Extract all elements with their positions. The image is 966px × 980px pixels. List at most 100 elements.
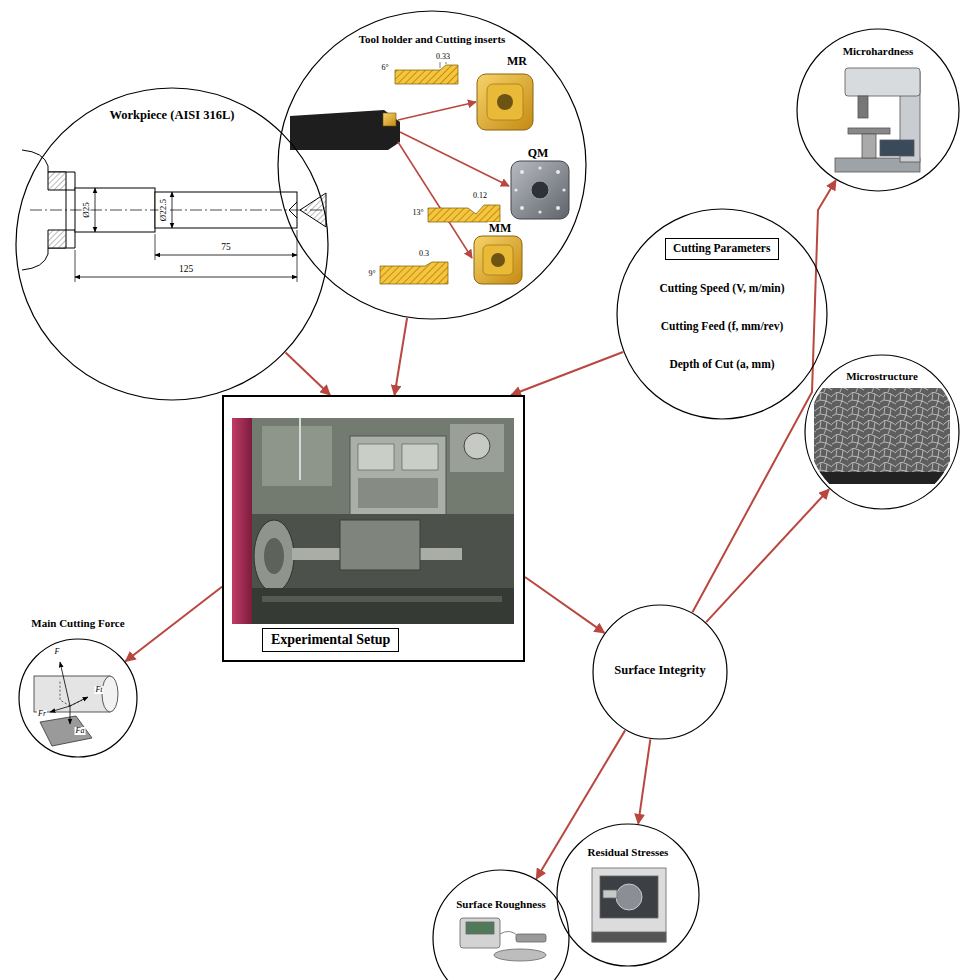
- lathe-photo: [450, 424, 504, 472]
- roughness-tester: [460, 918, 500, 948]
- cutting-insert: [562, 188, 565, 191]
- circle-heading: Microhardness: [826, 45, 930, 58]
- circle-heading: Main Cutting Force: [11, 617, 145, 630]
- cutting-insert: [483, 245, 513, 275]
- circle-outline: [797, 29, 959, 191]
- lathe-photo: [340, 520, 420, 570]
- dimension-label: 75: [220, 243, 232, 253]
- microhardness-tester: [848, 128, 890, 134]
- parameter-text: Depth of Cut (a, mm): [641, 358, 803, 371]
- lathe-photo: [358, 444, 394, 470]
- insert-profile: [440, 62, 446, 68]
- tool-circle: Tool holder and Cutting inserts: [277, 10, 587, 320]
- roughness-tester: [466, 922, 494, 934]
- lathe-photo: [252, 588, 514, 624]
- insert-code: QM: [527, 147, 550, 159]
- sem-micrograph: [814, 472, 950, 484]
- cutting-insert: [511, 161, 569, 219]
- insert-arrows: [398, 142, 472, 258]
- microhardness-tester: [845, 68, 920, 96]
- sem-micrograph: [814, 388, 950, 484]
- workpiece-drawing: [22, 150, 75, 270]
- force-label: Ft: [94, 686, 103, 694]
- integrity-circle: Surface Integrity: [592, 604, 728, 740]
- circle-outline: [19, 639, 137, 757]
- insert-profile: [428, 205, 500, 222]
- cutting-insert: [556, 170, 560, 174]
- circle-outline: [432, 869, 570, 980]
- angle-label: 13°: [411, 209, 424, 217]
- force-diagram: [60, 680, 82, 706]
- parameter-text: Cutting Speed (V, m/min): [637, 282, 807, 295]
- flow-arrow: [125, 587, 222, 662]
- cutting-insert: [474, 236, 522, 284]
- force-diagram: [70, 706, 71, 724]
- microhardness-tester: [880, 140, 914, 156]
- output-circle: Residual Stresses: [556, 823, 700, 967]
- angle-label: 9°: [367, 270, 376, 278]
- circle-outline: [18, 638, 138, 758]
- force-circle: Main Cutting Force: [18, 638, 138, 758]
- cutting-insert: [538, 210, 541, 213]
- tool-holder: [290, 110, 400, 150]
- cutting-insert: [477, 74, 533, 130]
- workpiece-circle: Workpiece (AISI 316L): [15, 87, 329, 401]
- flow-arrow: [286, 352, 331, 395]
- workpiece-drawing: [155, 255, 297, 256]
- lathe-photo: [350, 436, 446, 516]
- tool-holder: [383, 113, 396, 126]
- microhardness-tester: [858, 96, 868, 118]
- circle-outline: [278, 11, 586, 319]
- insert-code: MM: [488, 222, 513, 234]
- lathe-photo: [232, 418, 514, 624]
- circle-heading: Residual Stresses: [575, 846, 681, 859]
- microhardness-tester: [862, 134, 876, 158]
- dimension-label: Ø22.5: [159, 198, 168, 222]
- insert-arrows: [398, 102, 476, 120]
- force-label: Fr: [37, 710, 47, 718]
- xrd-diffractometer: [592, 932, 666, 942]
- roughness-tester: [516, 934, 546, 942]
- lathe-photo: [299, 418, 301, 480]
- circle-heading: Tool holder and Cutting inserts: [350, 33, 514, 46]
- cutting-insert: [556, 206, 560, 210]
- xrd-diffractometer: [616, 884, 642, 910]
- lathe-photo: [262, 596, 502, 602]
- insert-code: MR: [506, 55, 528, 67]
- workpiece-drawing: [22, 150, 326, 282]
- circle-outline: [556, 823, 700, 967]
- force-diagram: [34, 676, 110, 712]
- circle-outline: [277, 10, 587, 320]
- insert-arrows: [400, 132, 509, 186]
- parameter-circle: Cutting ParametersCutting Speed (V, m/mi…: [616, 208, 828, 420]
- roughness-tester: [494, 949, 546, 961]
- flow-arrow: [511, 352, 623, 395]
- lathe-photo: [262, 426, 332, 486]
- lathe-photo: [358, 478, 438, 508]
- output-circle: Microhardness: [796, 28, 960, 192]
- cutting-insert: [477, 74, 533, 130]
- cutting-insert: [531, 181, 549, 199]
- dimension-label: 0.33: [435, 53, 451, 61]
- box-heading: Cutting Parameters: [673, 242, 770, 255]
- lathe-photo: [232, 418, 252, 624]
- cutting-insert: [491, 253, 505, 267]
- setup-label: Experimental Setup: [262, 628, 399, 652]
- force-label: F: [54, 648, 61, 656]
- parameter-text: Cutting Feed (f, mm/rev): [637, 320, 807, 333]
- circle-outline: [557, 824, 699, 966]
- lathe-photo: [232, 418, 514, 624]
- circle-outline: [593, 605, 727, 739]
- circle-heading: Microstructure: [830, 370, 934, 383]
- lathe-photo: [464, 433, 490, 459]
- dimension-label: 0.3: [418, 250, 430, 258]
- lathe-photo: [264, 538, 284, 574]
- circle-outline: [805, 355, 959, 509]
- circle-heading: Workpiece (AISI 316L): [74, 108, 270, 122]
- force-diagram: [102, 676, 118, 712]
- insert-profile: [380, 62, 500, 284]
